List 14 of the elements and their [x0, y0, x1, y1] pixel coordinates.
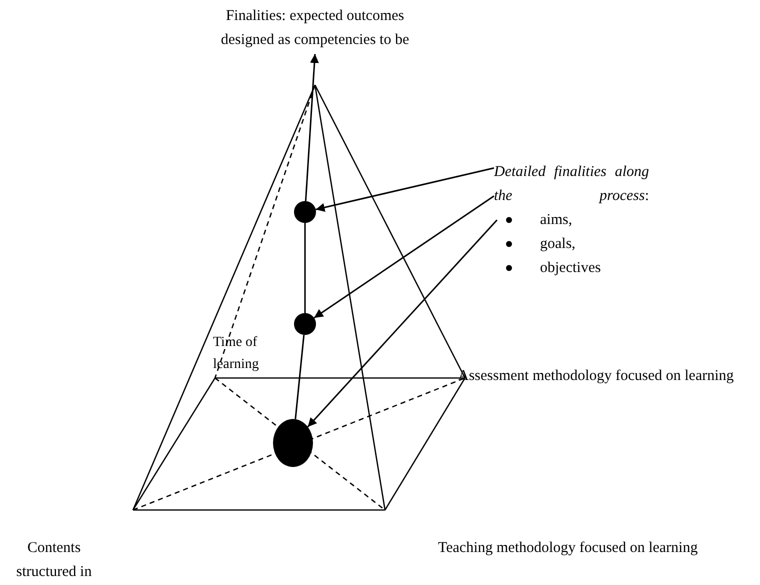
list-item: goals, [540, 235, 576, 254]
connector-line [294, 334, 305, 420]
corner-label: Contents structured in [15, 539, 93, 582]
apex-label: Finalities: expected outcomes designed as competencies to be [200, 4, 430, 52]
axis-label: Time of learning [213, 334, 260, 374]
arrow [316, 167, 494, 212]
arrow [304, 54, 319, 202]
list-item: aims, [540, 211, 572, 230]
face-label: Teaching methodology focused on learning [438, 539, 699, 558]
list-heading: Detailed finalities along the process: [494, 163, 649, 206]
arrow [307, 220, 498, 428]
connector-line [304, 223, 306, 313]
arrow [314, 195, 494, 318]
list-item: objectives [540, 259, 601, 278]
